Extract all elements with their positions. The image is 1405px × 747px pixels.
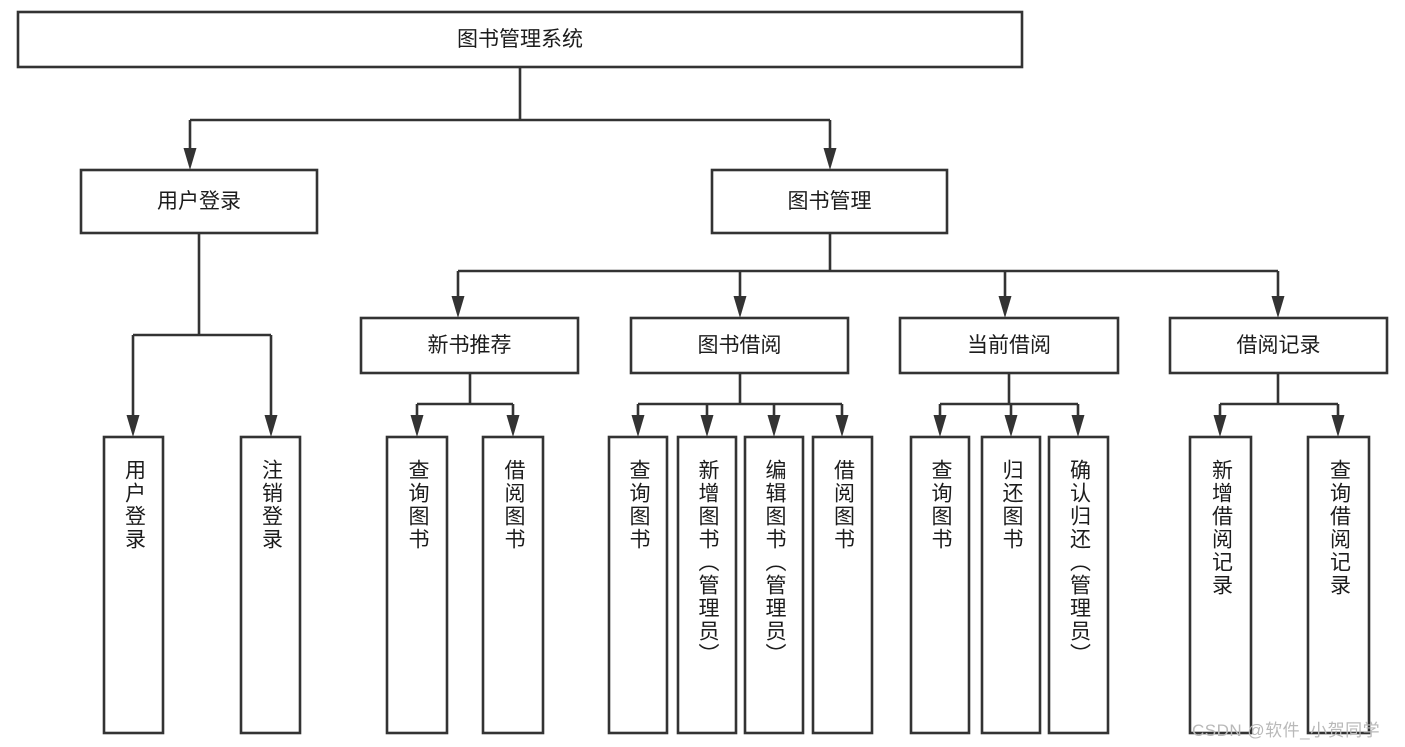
node-box-root[interactable] xyxy=(16,10,1024,69)
node-label-book-manage: 图书管理 xyxy=(788,190,872,213)
node-box-book-borrow[interactable] xyxy=(629,316,850,375)
conn-book-manage-child-3-head xyxy=(998,296,1012,318)
node-box-leaf-logout-login[interactable] xyxy=(239,435,302,735)
node-box-leaf-add-book-admin[interactable] xyxy=(676,435,738,735)
node-label-root: 图书管理系统 xyxy=(457,28,583,51)
conn-borrow-child-4-head xyxy=(835,415,849,437)
csdn-watermark: CSDN @软件_小贺同学 xyxy=(1192,721,1381,740)
conn-recommend-child-2-head xyxy=(506,415,520,437)
node-box-leaf-query-book-2[interactable] xyxy=(607,435,669,735)
node-box-leaf-query-borrow-record[interactable] xyxy=(1306,435,1371,735)
conn-record-child-2-head xyxy=(1331,415,1345,437)
conn-current-child-1-head xyxy=(933,415,947,437)
conn-recommend-child-1-head xyxy=(410,415,424,437)
conn-book-manage-child-2-head xyxy=(733,296,747,318)
node-box-book-manage[interactable] xyxy=(710,168,949,235)
node-box-leaf-add-borrow-record[interactable] xyxy=(1188,435,1253,735)
conn-record-child-1-head xyxy=(1213,415,1227,437)
conn-root-to-user-login-head xyxy=(183,148,197,170)
node-box-user-login[interactable] xyxy=(79,168,319,235)
node-label-book-borrow: 图书借阅 xyxy=(698,334,782,357)
node-box-leaf-query-book-1[interactable] xyxy=(385,435,449,735)
node-label-borrow-record: 借阅记录 xyxy=(1237,334,1321,357)
conn-current-child-3-head xyxy=(1071,415,1085,437)
conn-book-manage-child-4-head xyxy=(1271,296,1285,318)
conn-book-manage-child-1-head xyxy=(451,296,465,318)
conn-root-to-book-manage-head xyxy=(823,148,837,170)
node-box-leaf-return-book[interactable] xyxy=(980,435,1042,735)
node-box-leaf-borrow-book-2[interactable] xyxy=(811,435,874,735)
conn-user-login-child-2-head xyxy=(264,415,278,437)
node-box-leaf-confirm-return-admin[interactable] xyxy=(1047,435,1110,735)
node-box-layer xyxy=(16,10,1389,735)
connector-layer xyxy=(126,67,1345,437)
conn-borrow-child-3-head xyxy=(767,415,781,437)
node-label-user-login: 用户登录 xyxy=(157,190,241,213)
conn-borrow-child-1-head xyxy=(631,415,645,437)
node-box-leaf-user-login[interactable] xyxy=(102,435,165,735)
node-label-new-book-recommend: 新书推荐 xyxy=(428,334,512,357)
conn-current-child-2-head xyxy=(1004,415,1018,437)
node-box-current-borrow[interactable] xyxy=(898,316,1120,375)
node-box-leaf-query-book-3[interactable] xyxy=(909,435,971,735)
node-box-leaf-borrow-book-1[interactable] xyxy=(481,435,545,735)
node-box-leaf-edit-book-admin[interactable] xyxy=(743,435,805,735)
conn-user-login-child-1-head xyxy=(126,415,140,437)
node-box-borrow-record[interactable] xyxy=(1168,316,1389,375)
conn-borrow-child-2-head xyxy=(700,415,714,437)
node-box-new-book-recommend[interactable] xyxy=(359,316,580,375)
node-label-current-borrow: 当前借阅 xyxy=(967,334,1051,357)
